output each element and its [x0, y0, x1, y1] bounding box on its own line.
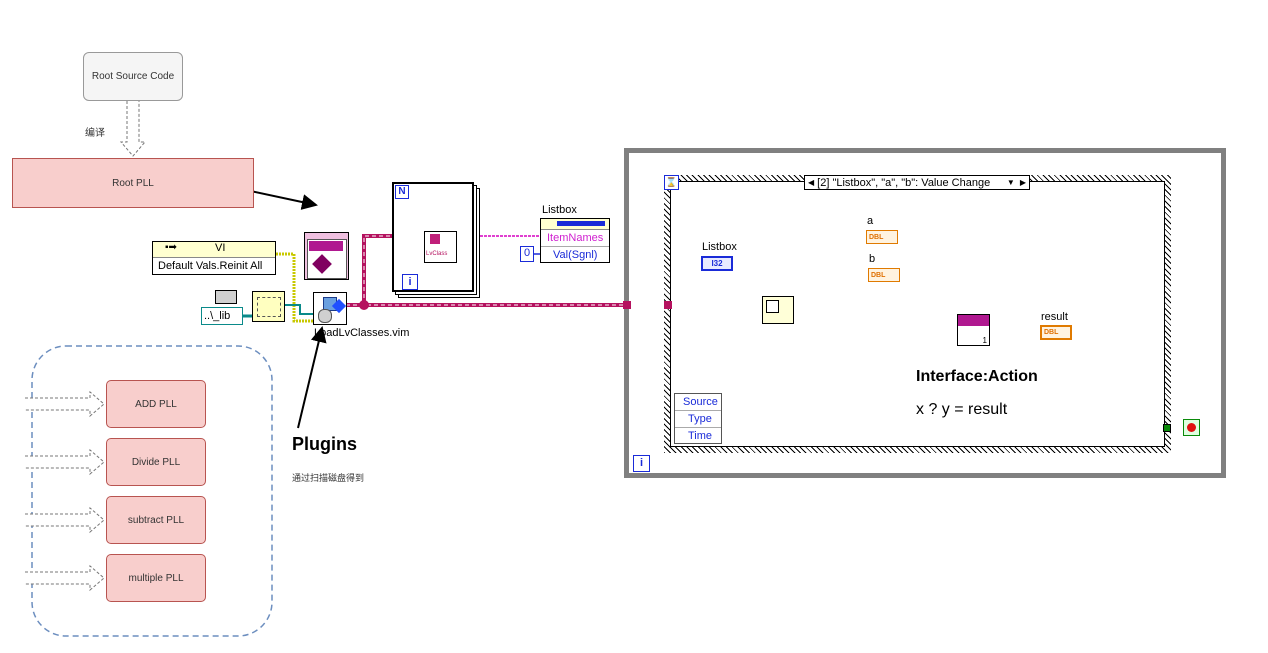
listbox-terminal-label: Listbox [702, 241, 737, 253]
dispatch-node[interactable]: 1 [957, 314, 990, 346]
result-label: result [1041, 311, 1068, 323]
event-case-selector[interactable]: ◀ [2] "Listbox", "a", "b": Value Change … [804, 175, 1030, 190]
class-name-label: LvClass [426, 251, 448, 257]
selector-right-arrow[interactable]: ▶ [1019, 178, 1026, 187]
plugins-container [31, 345, 273, 637]
compile-label: 编译 [85, 128, 105, 139]
boolean-tunnel [1163, 424, 1171, 432]
for-loop-index: i [402, 274, 418, 290]
load-lv-classes-label: LoadLvClasses.vim [314, 327, 410, 339]
root-pll-box: Root PLL [12, 158, 254, 208]
listbox-ref-bar [541, 219, 609, 230]
class-default-node[interactable] [304, 232, 349, 280]
root-source-code-box: Root Source Code [83, 52, 183, 101]
class-name-icon [430, 234, 440, 244]
zero-constant[interactable]: 0 [520, 246, 534, 262]
plugins-arrow [297, 326, 327, 429]
listbox-property-label: Listbox [542, 204, 577, 216]
b-terminal[interactable]: DBL [868, 268, 900, 282]
listbox-terminal-type: I32 [711, 259, 723, 268]
property-itemnames: ItemNames [541, 230, 609, 247]
plugin-divide-pll: Divide PLL [106, 438, 206, 486]
plugin-arrows [25, 390, 105, 592]
listbox-terminal[interactable]: I32 [701, 256, 733, 271]
path-constant-value: ..\_lib [204, 310, 231, 322]
for-loop[interactable]: N i LvClass [392, 182, 474, 292]
a-terminal[interactable]: DBL [866, 230, 898, 244]
wire-junction [359, 300, 369, 310]
build-path-node[interactable] [252, 291, 285, 322]
formula-text: x ? y = result [916, 401, 1008, 418]
listbox-property-node[interactable]: ItemNames Val(Sgnl) [540, 218, 610, 263]
event-data-node[interactable]: Source Type Time [674, 393, 722, 444]
folder-icon [215, 290, 237, 304]
a-label: a [867, 215, 874, 227]
event-structure-inner [670, 181, 1165, 447]
dispatch-index: 1 [982, 336, 987, 345]
load-lv-classes-subvi[interactable] [313, 292, 347, 325]
globe-icon [318, 309, 332, 323]
plugin-subtract-pll: subtract PLL [106, 496, 206, 544]
plugins-caption: 通过扫描磁盘得到 [292, 473, 365, 483]
stop-icon [1187, 423, 1196, 432]
event-data-type: Type [675, 411, 721, 428]
plugin-multiple-pll: multiple PLL [106, 554, 206, 602]
result-indicator[interactable]: DBL [1040, 325, 1072, 340]
vi-constant[interactable]: ▪➡ VI Default Vals.Reinit All [152, 241, 276, 275]
vi-constant-header: ▪➡ VI [153, 242, 275, 258]
event-data-time: Time [688, 430, 713, 442]
event-timeout-icon: ⌛ [664, 175, 679, 190]
vi-constant-label: VI [215, 242, 226, 254]
while-loop-index: i [633, 455, 650, 472]
link-icon: ▪➡ [165, 242, 177, 253]
b-label: b [869, 253, 876, 265]
index-array-node[interactable] [762, 296, 794, 324]
selector-left-arrow[interactable]: ◀ [808, 178, 815, 187]
vi-constant-value: Default Vals.Reinit All [158, 260, 263, 272]
stop-terminal[interactable] [1183, 419, 1200, 436]
selector-dropdown-icon[interactable]: ▼ [1006, 178, 1015, 187]
event-tunnel [664, 301, 672, 309]
interface-title: Interface:Action [916, 368, 1038, 385]
event-data-source: Source [675, 394, 721, 411]
selector-text: [2] "Listbox", "a", "b": Value Change [817, 176, 991, 189]
index-array-icon [766, 300, 779, 313]
class-name-node[interactable]: LvClass [424, 231, 457, 263]
for-loop-count: N [395, 185, 409, 199]
build-path-icon [256, 297, 281, 317]
plugins-title: Plugins [292, 434, 358, 454]
plugin-add-pll: ADD PLL [106, 380, 206, 428]
while-loop-tunnel [623, 301, 631, 309]
path-constant[interactable]: ..\_lib [201, 307, 243, 325]
property-val-sgnl: Val(Sgnl) [553, 249, 598, 261]
compile-arrow [119, 101, 147, 157]
